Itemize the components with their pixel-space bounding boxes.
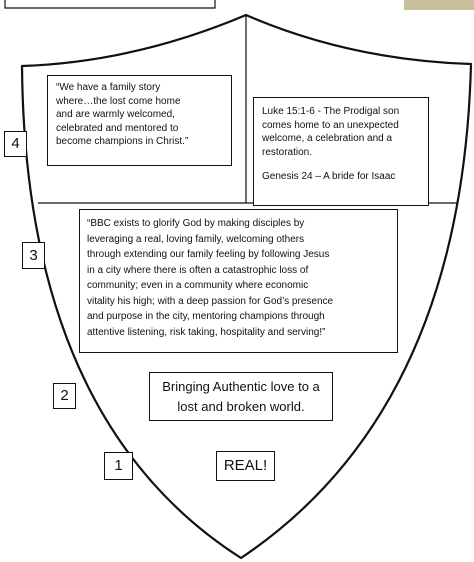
cropped-photo [404,0,474,10]
scripture-line: restoration. [262,146,313,158]
mission-line: community; even in a community where eco… [87,280,309,291]
scripture-line: welcome, a celebration and a [262,133,393,144]
label-1-text: 1 [114,457,123,474]
quote-line: and are warmly welcomed, [56,109,175,120]
scripture-line: Luke 15:1-6 - The Prodigal son [262,106,400,117]
tagline-line: lost and broken world. [177,399,305,414]
scripture-reference-genesis: Genesis 24 – A bride for Isaac [262,171,396,182]
quote-line: become champions in Christ.” [56,136,189,147]
mission-line: in a city where there is often a catastr… [87,264,309,276]
label-3: 3 [22,242,45,269]
cropped-top-box [4,0,216,9]
family-story-quote-box: “We have a family story where…the lost c… [47,75,232,166]
label-3-text: 3 [29,247,38,264]
label-1: 1 [104,452,133,480]
scripture-box: Luke 15:1-6 - The Prodigal son comes hom… [253,97,429,206]
real-box: REAL! [216,451,275,481]
tagline-line: Bringing Authentic love to a [162,379,320,394]
scripture-line: comes home to an unexpected [262,119,399,131]
quote-line: where…the lost come home [56,95,181,107]
label-2: 2 [53,383,76,409]
label-4: 4 [4,131,27,157]
mission-statement-box: “BBC exists to glorify God by making dis… [79,209,398,353]
mission-line: leveraging a real, loving family, welcom… [87,233,305,245]
quote-line: celebrated and mentored to [56,122,179,134]
label-2-text: 2 [60,387,69,404]
mission-line: attentive listening, risk taking, hospit… [87,326,326,338]
quote-line: “We have a family story [56,82,161,93]
tagline-box: Bringing Authentic love to a lost and br… [149,372,333,421]
mission-line: “BBC exists to glorify God by making dis… [87,218,305,229]
label-4-text: 4 [11,135,20,152]
mission-line: vitality his high; with a deep passion f… [87,295,334,307]
mission-line: and purpose in the city, mentoring champ… [87,311,325,322]
real-label: REAL! [223,457,268,474]
mission-line: through extending our family feeling by … [87,249,330,260]
